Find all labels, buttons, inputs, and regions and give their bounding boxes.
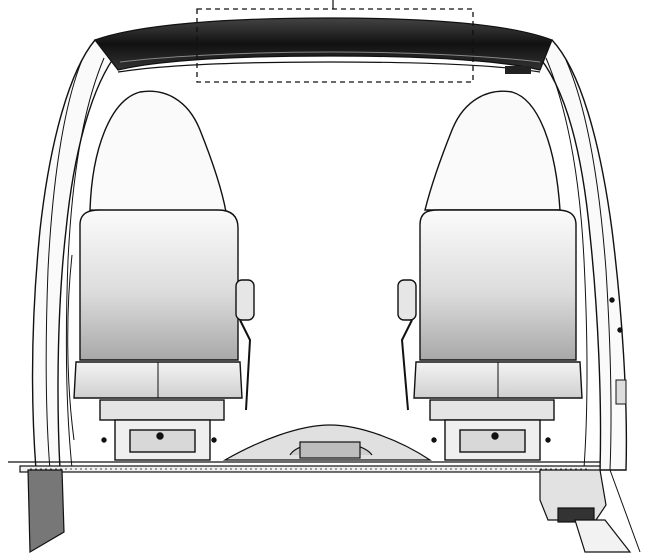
left-seat: [73, 90, 255, 461]
left-rear-panel: [27, 469, 65, 554]
center-floor-tunnel: [222, 424, 432, 461]
callout-box: [196, 8, 474, 83]
roof-header: [94, 17, 553, 74]
floor: [8, 461, 601, 473]
right-rear-step: [539, 469, 641, 553]
right-seat: [397, 90, 583, 461]
